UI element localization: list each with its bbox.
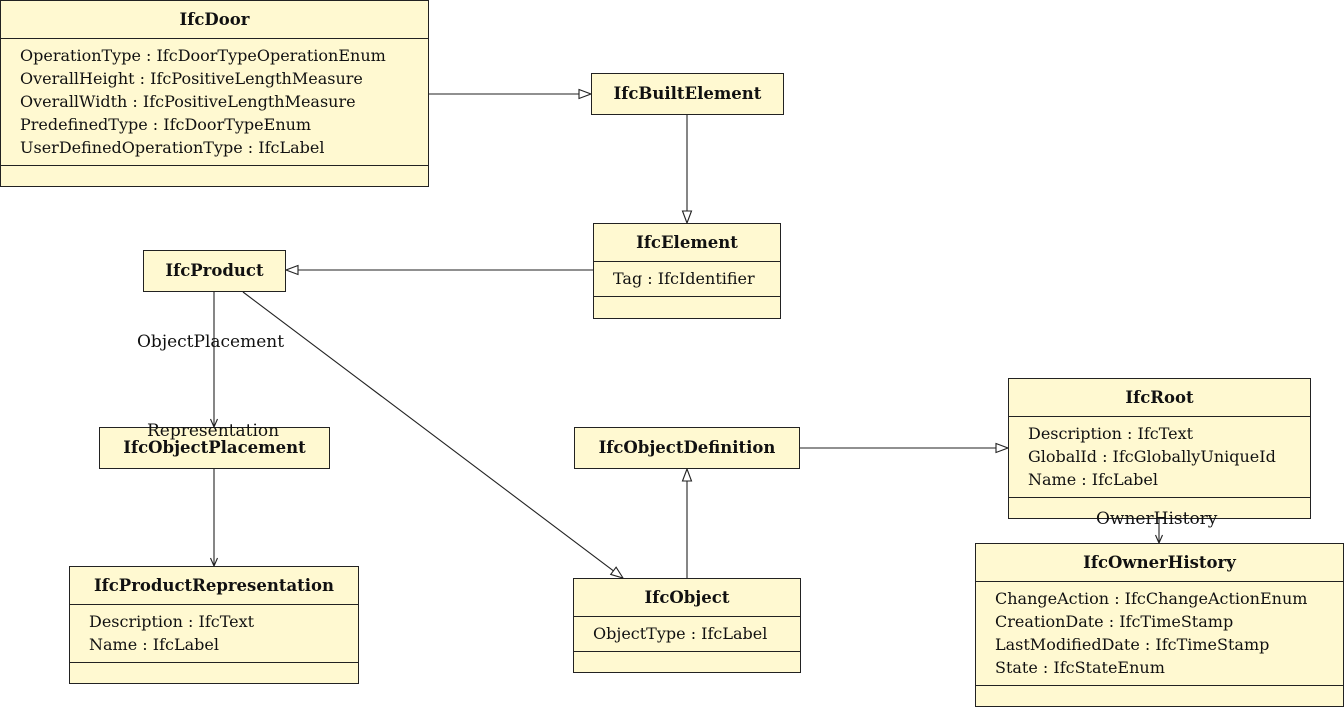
attribute-compartment: OperationType : IfcDoorTypeOperationEnum…	[1, 39, 428, 166]
attribute: UserDefinedOperationType : IfcLabel	[20, 138, 325, 157]
attribute-compartment: ChangeAction : IfcChangeActionEnum Creat…	[976, 582, 1343, 686]
class-ifc-object-placement[interactable]: IfcObjectPlacement	[99, 427, 330, 469]
class-ifc-built-element[interactable]: IfcBuiltElement	[591, 73, 784, 115]
attribute: ChangeAction : IfcChangeActionEnum	[995, 589, 1308, 608]
class-ifc-root[interactable]: IfcRoot Description : IfcText GlobalId :…	[1008, 378, 1311, 519]
class-name: IfcDoor	[1, 1, 428, 39]
attribute: PredefinedType : IfcDoorTypeEnum	[20, 115, 312, 134]
class-ifc-product[interactable]: IfcProduct	[143, 250, 286, 292]
class-ifc-element[interactable]: IfcElement Tag : IfcIdentifier	[593, 223, 781, 319]
generalization-arrowhead	[681, 467, 693, 482]
attribute-compartment: Description : IfcText Name : IfcLabel	[70, 605, 358, 663]
attribute-compartment: ObjectType : IfcLabel	[574, 617, 800, 652]
class-ifc-object[interactable]: IfcObject ObjectType : IfcLabel	[573, 578, 801, 673]
attribute: Tag : IfcIdentifier	[613, 269, 755, 288]
attribute: ObjectType : IfcLabel	[593, 624, 768, 643]
attribute: Name : IfcLabel	[89, 635, 219, 654]
class-ifc-object-definition[interactable]: IfcObjectDefinition	[574, 427, 800, 469]
edge-product-to-object	[242, 291, 614, 572]
class-name: IfcOwnerHistory	[976, 544, 1343, 582]
attribute: State : IfcStateEnum	[995, 658, 1165, 677]
class-name: IfcObjectPlacement	[123, 438, 306, 457]
class-name: IfcRoot	[1009, 379, 1310, 417]
class-name: IfcElement	[594, 224, 780, 262]
attribute: Name : IfcLabel	[1028, 470, 1158, 489]
class-ifc-product-representation[interactable]: IfcProductRepresentation Description : I…	[69, 566, 359, 684]
generalization-arrowhead	[284, 264, 299, 276]
generalization-arrowhead	[995, 442, 1010, 454]
label-owner-history: OwnerHistory	[1096, 509, 1218, 529]
attribute: OverallWidth : IfcPositiveLengthMeasure	[20, 92, 356, 111]
attribute-compartment: Tag : IfcIdentifier	[594, 262, 780, 297]
class-ifc-door[interactable]: IfcDoor OperationType : IfcDoorTypeOpera…	[0, 0, 429, 187]
class-name: IfcProductRepresentation	[70, 567, 358, 605]
generalization-arrowhead	[609, 566, 625, 579]
attribute: LastModifiedDate : IfcTimeStamp	[995, 635, 1270, 654]
attribute: Description : IfcText	[1028, 424, 1194, 443]
label-object-placement: ObjectPlacement	[137, 332, 285, 352]
label-representation: Representation	[147, 421, 280, 441]
generalization-arrowhead	[681, 210, 693, 225]
class-name: IfcObject	[574, 579, 800, 617]
attribute: Description : IfcText	[89, 612, 255, 631]
attribute: OverallHeight : IfcPositiveLengthMeasure	[20, 69, 363, 88]
generalization-arrowhead	[578, 88, 593, 100]
class-name: IfcBuiltElement	[613, 84, 762, 103]
attribute: GlobalId : IfcGloballyUniqueId	[1028, 447, 1276, 466]
class-name: IfcProduct	[165, 261, 264, 280]
attribute: CreationDate : IfcTimeStamp	[995, 612, 1234, 631]
class-name: IfcObjectDefinition	[598, 438, 776, 457]
class-ifc-owner-history[interactable]: IfcOwnerHistory ChangeAction : IfcChange…	[975, 543, 1344, 707]
attribute-compartment: Description : IfcText GlobalId : IfcGlob…	[1009, 417, 1310, 498]
attribute: OperationType : IfcDoorTypeOperationEnum	[20, 46, 386, 65]
